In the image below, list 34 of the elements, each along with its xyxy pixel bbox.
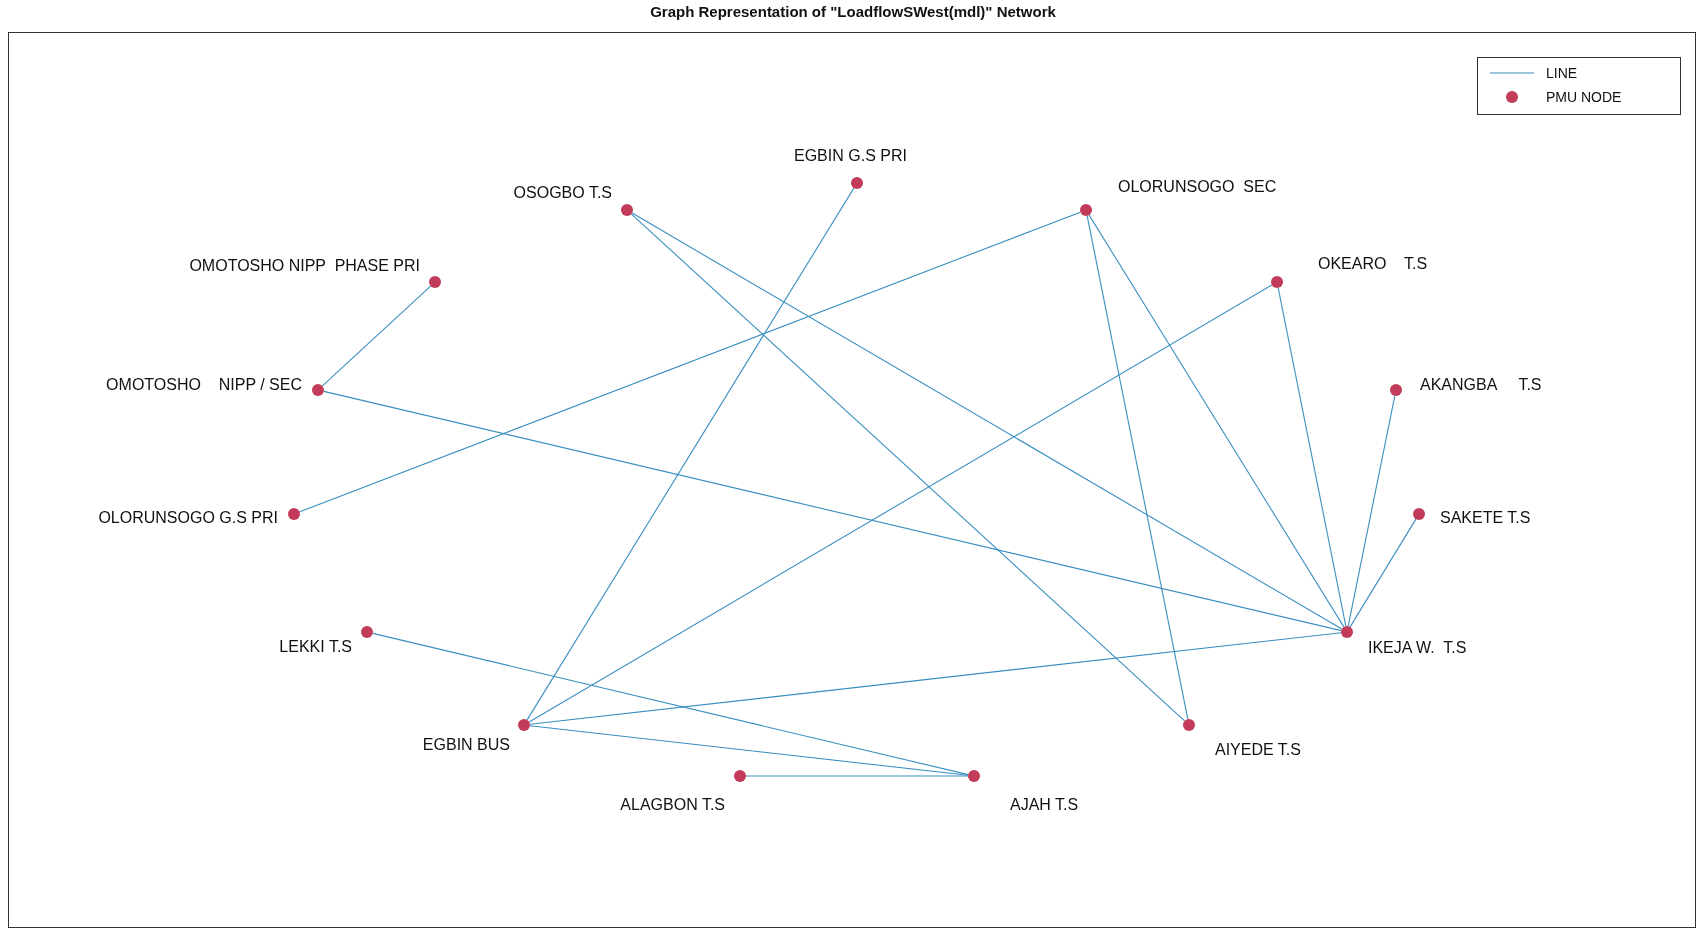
- node-label: OLORUNSOGO SEC: [1118, 179, 1277, 195]
- node-label: IKEJA W. T.S: [1368, 640, 1467, 656]
- node-label: AJAH T.S: [1010, 797, 1079, 813]
- transmission-line: [526, 187, 855, 721]
- transmission-line: [1088, 214, 1345, 628]
- transmission-line: [1086, 215, 1189, 720]
- transmission-line: [631, 212, 1343, 630]
- node-label: LEKKI T.S: [279, 639, 352, 655]
- node-label: OLORUNSOGO G.S PRI: [98, 510, 278, 526]
- node-label: OMOTOSHO NIPP / SEC: [106, 377, 302, 393]
- node-label: ALAGBON T.S: [620, 797, 725, 813]
- node-label: AKANGBA T.S: [1420, 377, 1542, 393]
- chart-title: Graph Representation of "LoadflowSWest(mdl)" Network: [650, 3, 1056, 20]
- transmission-line: [372, 632, 969, 776]
- node-label: OMOTOSHO NIPP PHASE PRI: [189, 258, 420, 274]
- transmission-line: [299, 211, 1081, 513]
- transmission-line: [323, 390, 1342, 632]
- node-label: OKEARO T.S: [1318, 256, 1428, 272]
- node-label: SAKETE T.S: [1440, 510, 1531, 526]
- transmission-line: [1277, 287, 1347, 627]
- legend-label: PMU NODE: [1546, 89, 1622, 105]
- transmission-line: [1349, 518, 1417, 628]
- transmission-line: [529, 632, 1342, 725]
- transmission-line: [630, 213, 1186, 722]
- node-label: EGBIN BUS: [422, 737, 510, 753]
- legend-label: LINE: [1546, 65, 1578, 81]
- transmission-line: [528, 284, 1273, 723]
- transmission-line: [321, 285, 432, 387]
- node-label: OSOGBO T.S: [513, 185, 612, 201]
- transmission-line: [529, 725, 969, 776]
- node-label: AIYEDE T.S: [1215, 742, 1301, 758]
- transmission-line: [745, 775, 969, 777]
- transmission-line: [1347, 395, 1396, 627]
- node-label: EGBIN G.S PRI: [794, 148, 907, 164]
